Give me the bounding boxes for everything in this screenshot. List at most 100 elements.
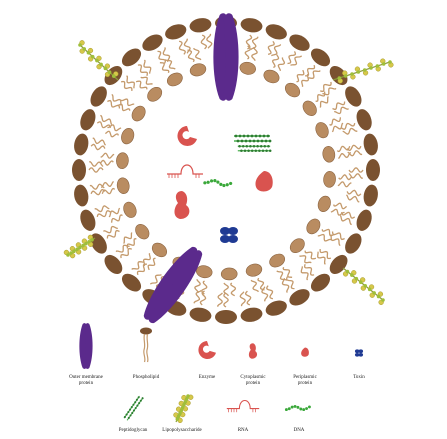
- outer-lipid-tail: [136, 263, 147, 276]
- outer-lipid-head: [356, 209, 372, 231]
- inner-lipid-tail: [276, 270, 288, 281]
- legend-label-lps: Lipopolysaccharide: [162, 428, 202, 433]
- inner-lipid-tail: [230, 282, 237, 297]
- outer-lipid-tail: [107, 99, 121, 109]
- outer-lipid-tail: [206, 33, 213, 49]
- outer-lipid-head: [363, 133, 378, 156]
- inner-lipid-tail: [304, 250, 317, 260]
- inner-lipid-head: [289, 238, 305, 253]
- inner-lipid-tail: [244, 45, 252, 60]
- lps-chain-upper-left: [78, 40, 119, 81]
- inner-lipid-tail: [135, 80, 148, 90]
- outer-lipid-head: [80, 109, 96, 131]
- outer-lipid-tail: [348, 167, 364, 173]
- outer-lipid-tail: [346, 144, 362, 152]
- outer-lipid-tail: [115, 244, 130, 253]
- outer-lipid-head: [142, 34, 163, 51]
- outer-lipid-tail: [317, 251, 326, 265]
- legend-label-line: RNA: [238, 428, 249, 433]
- outer-lipid-tail: [111, 93, 122, 106]
- legend-label-line: Toxin: [353, 375, 365, 380]
- outer-lipid-tail: [88, 167, 104, 173]
- lipopolysaccharide-chains: [63, 40, 394, 305]
- inner-lipid-head: [116, 152, 129, 169]
- legend-label-enzyme: Enzyme: [199, 375, 216, 380]
- inner-lipid-head: [306, 218, 321, 235]
- inner-lipid-head: [220, 267, 238, 281]
- legend-label-line: protein: [246, 381, 261, 386]
- outer-lipid-head: [74, 133, 89, 156]
- legend-label-line: Cytoplasmic: [240, 375, 266, 380]
- inner-lipid-tail: [337, 151, 352, 159]
- outer-lipid-head: [189, 307, 212, 322]
- inner-lipid-head: [263, 69, 280, 84]
- legend-label-line: Lipopolysaccharide: [162, 428, 202, 433]
- legend-icon-dna: [284, 404, 311, 412]
- inner-lipid-tail: [164, 59, 176, 70]
- legend-label-line: DNA: [294, 428, 305, 433]
- outer-lipid-tail: [143, 59, 152, 74]
- inner-lipid-tail: [117, 103, 131, 112]
- outer-lipid-head: [329, 254, 348, 275]
- lps-chain-upper-right: [332, 58, 394, 84]
- outer-lipid-head: [345, 86, 362, 107]
- outer-lipid-tail: [92, 137, 107, 146]
- outer-membrane-proteins: [143, 13, 239, 324]
- legend-icon-peptidoglycan: [123, 395, 144, 421]
- outer-lipid-tail: [346, 189, 362, 197]
- outer-lipid-head: [329, 65, 348, 86]
- outer-lipid-tail: [334, 106, 349, 115]
- rna-strand: [167, 164, 203, 178]
- outer-lipid-head: [345, 233, 362, 254]
- legend-icon-toxin: [354, 349, 364, 357]
- inner-lipid-tail: [277, 57, 286, 72]
- outer-lipid-tail: [340, 211, 356, 219]
- inner-lipid-tail: [123, 232, 133, 244]
- outer-lipid-tail: [126, 75, 135, 89]
- inner-lipid-head: [322, 146, 336, 163]
- inner-lipid-head: [315, 122, 329, 139]
- inner-lipid-tail: [107, 124, 122, 132]
- inner-lipid-tail: [317, 233, 332, 242]
- lps-chain-lower-left: [63, 234, 96, 259]
- inner-lipid-tail: [330, 208, 345, 216]
- outer-lipid-tail: [157, 50, 167, 64]
- outer-lipid-head: [90, 86, 107, 107]
- inner-lipid-head: [302, 100, 317, 116]
- inner-lipid-head: [121, 128, 135, 145]
- inner-lipid-tail: [331, 122, 344, 133]
- outer-lipid-head: [310, 48, 331, 67]
- outer-lipid-tail: [319, 249, 332, 260]
- outer-lipid-tail: [96, 121, 112, 129]
- outer-lipid-tail: [149, 274, 162, 285]
- outer-lipid-tail: [90, 143, 106, 151]
- inner-lipid-head: [189, 63, 207, 77]
- inner-lipid-tail: [296, 69, 305, 83]
- inner-lipid-tail: [315, 91, 326, 102]
- cytoplasmic-protein: [174, 191, 190, 219]
- outer-lipid-tail: [330, 234, 341, 247]
- outer-lipid-head: [363, 184, 378, 207]
- legend-label-rna: RNA: [238, 428, 249, 433]
- outer-lipid-tail: [90, 188, 106, 196]
- inner-lipid-tail: [299, 255, 312, 264]
- outer-lipid-head: [240, 18, 263, 33]
- inner-lipid-tail: [257, 277, 265, 291]
- legend-label-toxin: Toxin: [353, 375, 365, 380]
- peptidoglycan-upper: [234, 134, 272, 143]
- inner-lipid-head: [239, 61, 256, 75]
- inner-lipid-tail: [338, 174, 353, 181]
- inner-lipid-tail: [142, 253, 151, 267]
- outer-lipid-tail: [245, 34, 253, 50]
- inner-lipid-tail: [194, 278, 201, 293]
- legend-label-phospholipid: Phospholipid: [133, 375, 160, 380]
- inner-lipid-tail: [159, 62, 170, 73]
- outer-lipid-head: [310, 273, 331, 292]
- legend-icon-omp: [79, 323, 93, 369]
- inner-lipid-tail: [101, 187, 116, 195]
- outer-lipid-tail: [137, 64, 148, 76]
- inner-lipid-head: [131, 105, 146, 122]
- outer-lipid-tail: [342, 127, 358, 135]
- inner-lipid-tail: [250, 279, 259, 293]
